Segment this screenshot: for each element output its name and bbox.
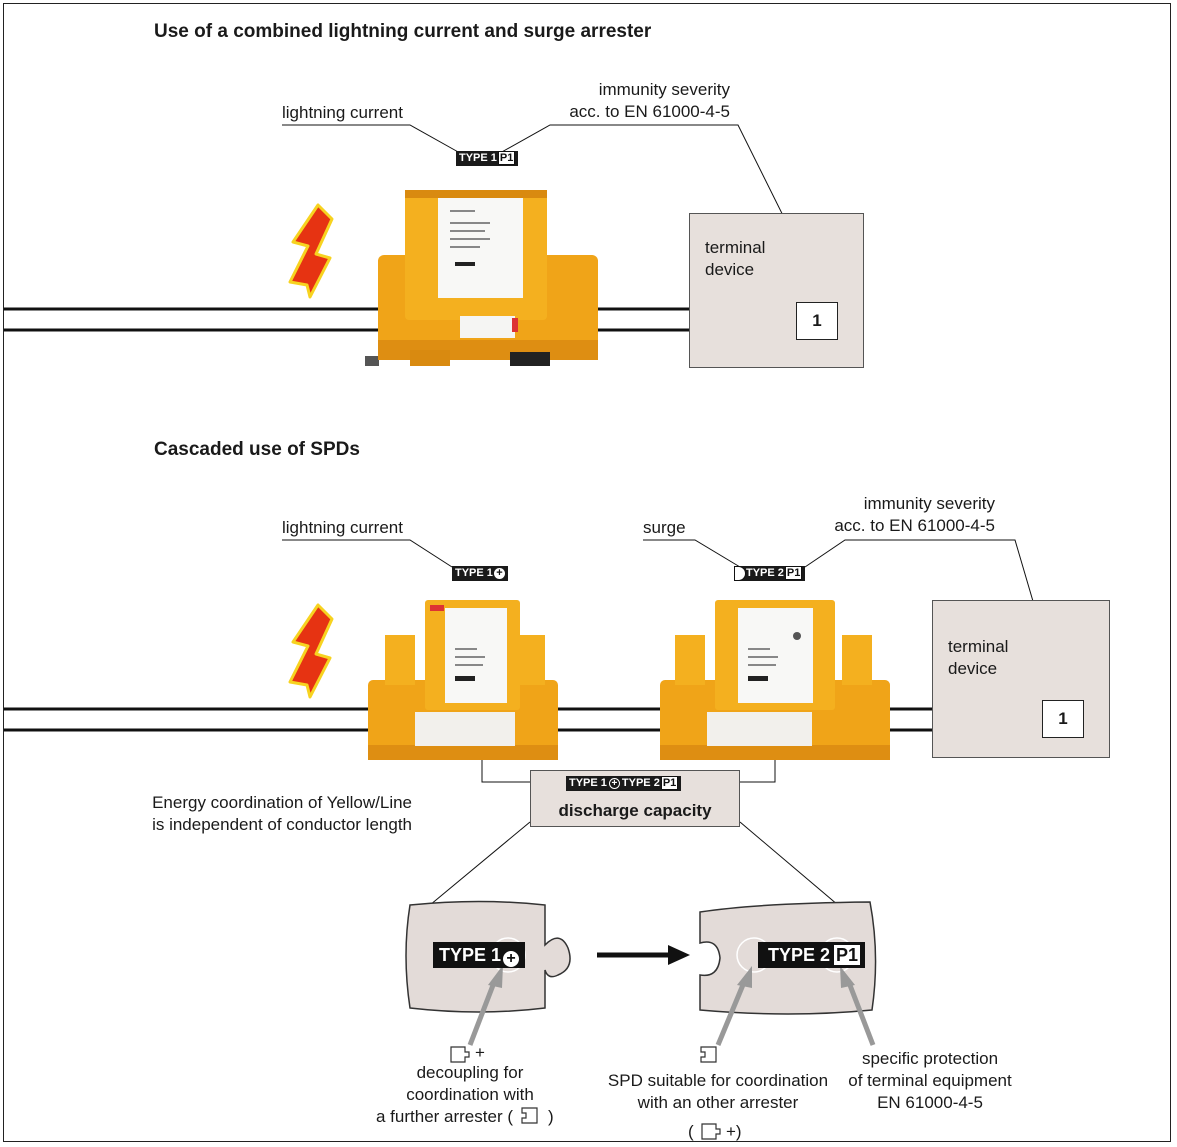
badge-type1-text: TYPE 1 bbox=[455, 567, 493, 579]
combined-type1-text: TYPE 1 bbox=[569, 777, 607, 789]
diagram-frame bbox=[3, 3, 1171, 1142]
terminal-label-line2: device bbox=[705, 260, 755, 279]
puzzle1-label: TYPE 1+ bbox=[433, 942, 526, 968]
puzzle1-type-text: TYPE 1 bbox=[439, 945, 502, 965]
terminal-label-line1: terminal bbox=[705, 238, 766, 257]
terminal-cascade-label-line2: device bbox=[948, 659, 998, 678]
label-lightning-current: lightning current bbox=[282, 103, 403, 122]
arrester-device-type2 bbox=[660, 600, 890, 760]
caption1-line3-end: ) bbox=[548, 1107, 554, 1126]
lightning-bolt-icon bbox=[288, 203, 334, 299]
badge-type2-p-text: P1 bbox=[784, 566, 803, 580]
caption2-line1: SPD suitable for coordination bbox=[607, 1071, 829, 1090]
label-immunity-line1: immunity severity bbox=[598, 80, 730, 99]
badge-type1-plus: TYPE 1+ bbox=[452, 566, 508, 581]
plus-circle-small-icon: + bbox=[608, 778, 620, 789]
badge-type2-text: TYPE 2 bbox=[746, 567, 784, 579]
caption3-line3: EN 61000-4-5 bbox=[877, 1093, 983, 1112]
discharge-capacity-label: discharge capacity bbox=[558, 801, 712, 820]
gray-arrows bbox=[467, 965, 876, 1046]
terminal-device-box-top bbox=[689, 213, 864, 368]
energy-note-line1: Energy coordination of Yellow/Line bbox=[152, 793, 412, 812]
caption2-line3-open: ( bbox=[688, 1122, 694, 1141]
caption3-line2: of terminal equipment bbox=[848, 1071, 1012, 1090]
cable-top bbox=[4, 307, 740, 332]
terminal-number-box-top: 1 bbox=[796, 302, 838, 340]
label-lightning-current-cascade: lightning current bbox=[282, 518, 403, 537]
connector-icon-2 bbox=[521, 1107, 538, 1124]
label-immunity-cascade-line2: acc. to EN 61000-4-5 bbox=[834, 516, 995, 535]
arrester-device-type1 bbox=[368, 600, 558, 760]
badge-type-text: TYPE 1 bbox=[459, 152, 497, 164]
label-immunity-cascade-line1: immunity severity bbox=[863, 494, 995, 513]
puzzle2-type-text: TYPE 2 bbox=[768, 945, 831, 965]
connector-icon-1 bbox=[450, 1046, 470, 1063]
badge-p-text: P1 bbox=[497, 151, 516, 165]
terminal-number-box-cascade: 1 bbox=[1042, 700, 1084, 738]
caption1-line3: a further arrester ( bbox=[376, 1107, 513, 1126]
energy-note-line2: is independent of conductor length bbox=[152, 815, 412, 834]
label-surge: surge bbox=[643, 518, 686, 537]
caption3-line1: specific protection bbox=[861, 1049, 999, 1068]
caption2-line3-end: +) bbox=[726, 1122, 742, 1141]
connector-icon-4 bbox=[701, 1123, 721, 1140]
socket-icon bbox=[734, 566, 746, 581]
puzzle2-p-text: P1 bbox=[833, 944, 862, 966]
lightning-bolt-cascade-icon bbox=[288, 603, 334, 699]
arrester-device-top bbox=[365, 190, 598, 366]
connector-icon-3 bbox=[700, 1046, 717, 1063]
puzzle1-plus-icon: + bbox=[503, 951, 520, 967]
leader-lines-top bbox=[282, 124, 826, 301]
caption1-plus: + bbox=[475, 1043, 485, 1062]
plus-circle-icon: + bbox=[493, 568, 505, 579]
title-combined: Use of a combined lightning current and … bbox=[154, 21, 652, 42]
caption1-line2: coordination with bbox=[406, 1085, 534, 1104]
caption2-line2: with an other arrester bbox=[637, 1093, 799, 1112]
arrow-right-icon bbox=[597, 945, 690, 965]
combined-p-text: P1 bbox=[660, 776, 679, 790]
label-immunity-line2: acc. to EN 61000-4-5 bbox=[569, 102, 730, 121]
combined-type2-text: TYPE 2 bbox=[621, 777, 660, 789]
terminal-cascade-label-line1: terminal bbox=[948, 637, 1009, 656]
caption1-line1: decoupling for bbox=[416, 1063, 524, 1082]
title-cascaded: Cascaded use of SPDs bbox=[154, 439, 360, 460]
